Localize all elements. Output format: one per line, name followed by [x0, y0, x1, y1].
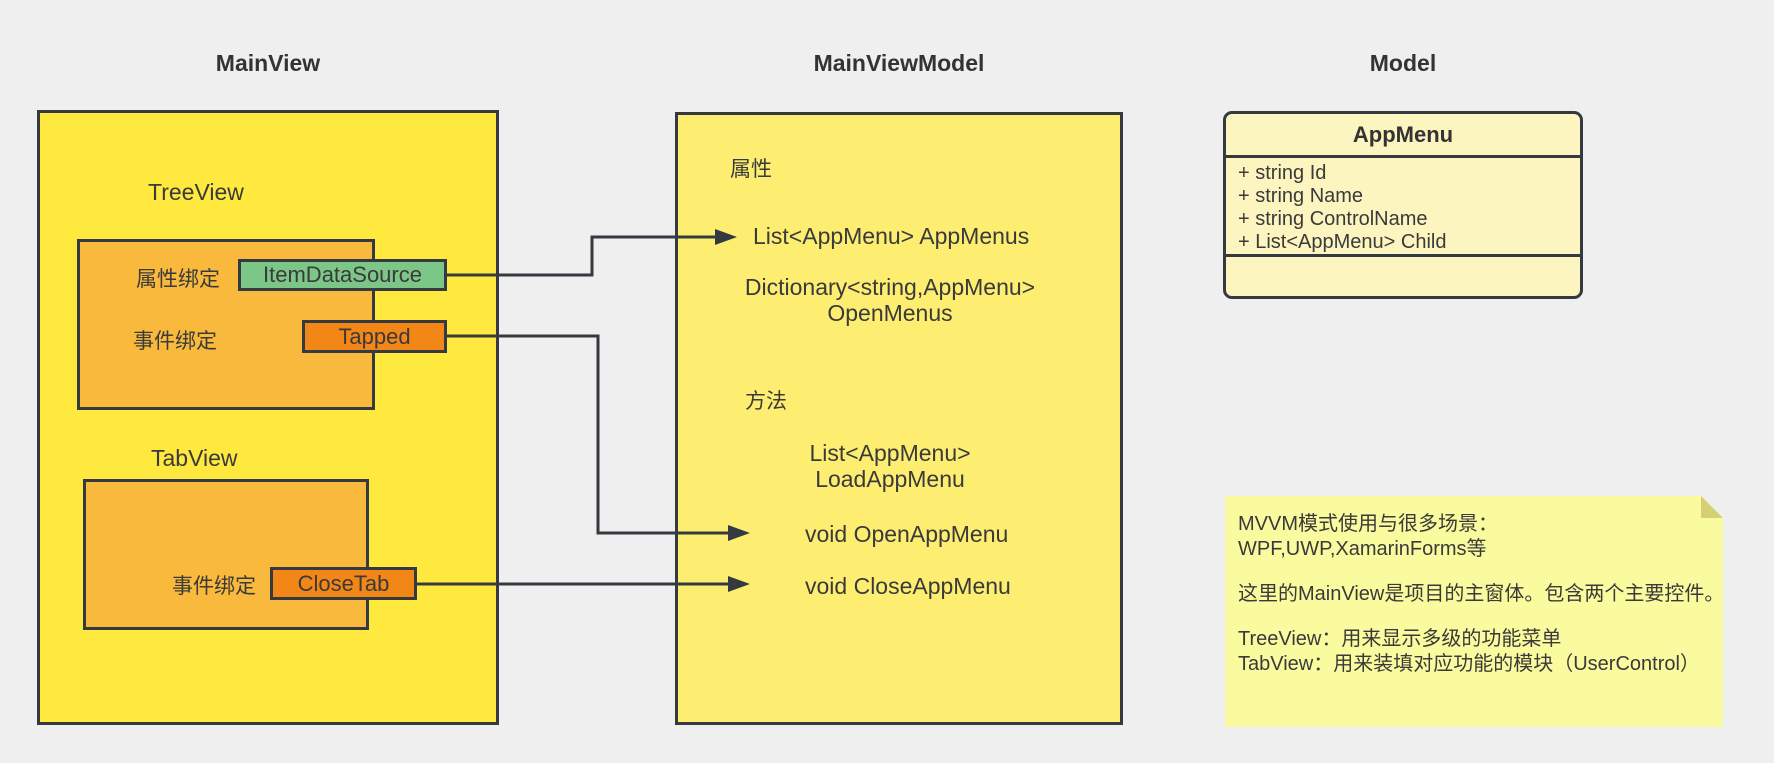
closetab-chip: CloseTab: [270, 567, 417, 600]
note-line: TreeView：用来显示多级的功能菜单: [1238, 628, 1562, 650]
appmenu-field-child: + List<AppMenu> Child: [1238, 231, 1447, 253]
prop-openmenus-line2: OpenMenus: [827, 300, 953, 326]
prop-openmenus-line1: Dictionary<string,AppMenu>: [744, 274, 1036, 300]
method-loadappmenu-line1: List<AppMenu>: [809, 440, 971, 466]
mainviewmodel-title: MainViewModel: [813, 50, 985, 76]
event-binding-label: 事件绑定: [133, 330, 217, 353]
appmenu-fields: + string Id + string Name + string Contr…: [1226, 158, 1580, 257]
mainview-title: MainView: [215, 50, 321, 76]
mainviewmodel-box: [675, 112, 1123, 725]
appmenu-class-name: AppMenu: [1226, 114, 1580, 158]
note-line: 这里的MainView是项目的主窗体。包含两个主要控件。: [1238, 583, 1725, 605]
appmenu-class-box: AppMenu + string Id + string Name + stri…: [1223, 111, 1583, 299]
appmenu-field-id: + string Id: [1238, 162, 1327, 184]
note-gap: [1238, 607, 1709, 627]
method-loadappmenu: List<AppMenu> LoadAppMenu: [690, 440, 1090, 492]
appmenu-field-controlname: + string ControlName: [1238, 208, 1428, 230]
mainview-box: [37, 110, 499, 725]
itemdatasource-chip: ItemDataSource: [238, 259, 447, 291]
note-line: TabView：用来装填对应功能的模块（UserControl）: [1238, 653, 1700, 675]
note-gap: [1238, 562, 1709, 582]
tabview-label: TabView: [151, 445, 238, 471]
property-binding-label: 属性绑定: [136, 268, 220, 291]
note-line: WPF,UWP,XamarinForms等: [1238, 538, 1487, 560]
note-folded-corner-icon: [1701, 496, 1723, 518]
prop-openmenus: Dictionary<string,AppMenu> OpenMenus: [690, 274, 1090, 326]
appmenu-field-name: + string Name: [1238, 185, 1364, 207]
sticky-note: MVVM模式使用与很多场景： WPF,UWP,XamarinForms等 这里的…: [1225, 496, 1723, 727]
model-title: Model: [1369, 50, 1437, 76]
prop-appmenus: List<AppMenu> AppMenus: [753, 223, 1030, 249]
properties-header: 属性: [730, 158, 772, 181]
note-line: MVVM模式使用与很多场景：: [1238, 513, 1498, 535]
methods-header: 方法: [745, 390, 787, 413]
method-openappmenu: void OpenAppMenu: [805, 521, 1009, 547]
appmenu-empty-compartment: [1226, 257, 1580, 296]
tab-event-binding-label: 事件绑定: [172, 575, 256, 598]
treeview-label: TreeView: [148, 179, 244, 205]
tabview-inner-box: [83, 479, 369, 630]
tapped-chip: Tapped: [302, 320, 447, 353]
method-closeappmenu: void CloseAppMenu: [805, 573, 1011, 599]
method-loadappmenu-line2: LoadAppMenu: [815, 466, 965, 492]
sticky-note-text: MVVM模式使用与很多场景： WPF,UWP,XamarinForms等 这里的…: [1225, 496, 1723, 677]
